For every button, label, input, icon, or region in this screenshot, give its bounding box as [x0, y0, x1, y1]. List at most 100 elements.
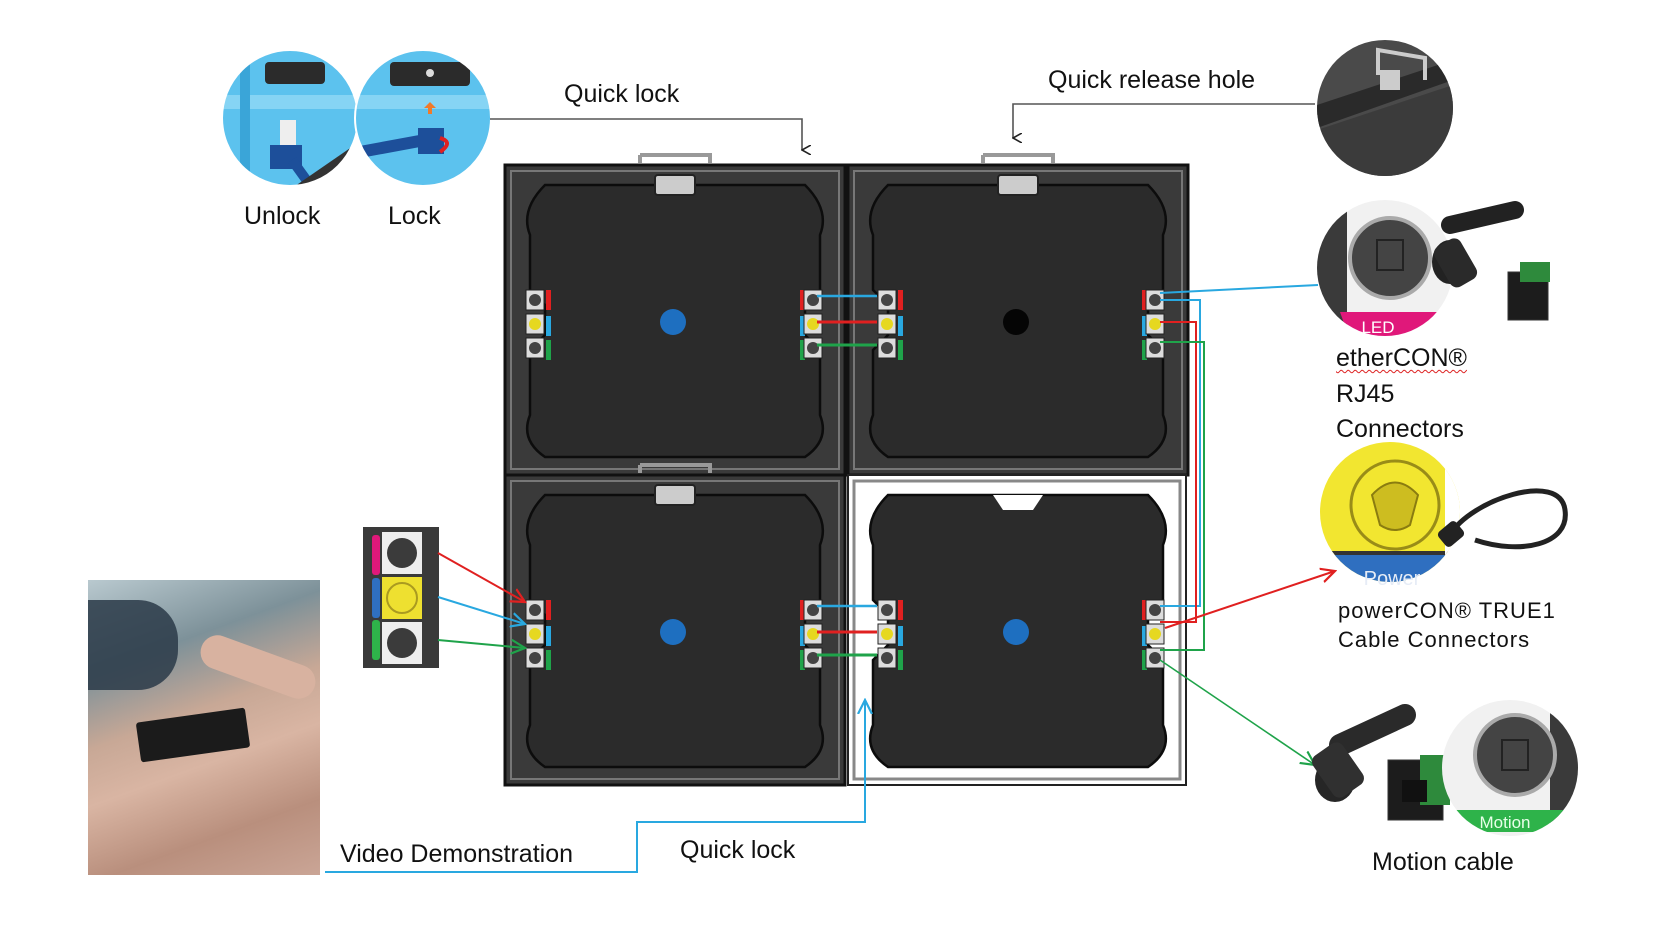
- connector-block: [877, 289, 903, 360]
- connector-socket-face: [1149, 652, 1161, 664]
- cabinet-center-dot: [1003, 619, 1029, 645]
- ethercon-label: etherCON®: [1336, 344, 1467, 373]
- powercon-connector-image: Power: [1320, 442, 1568, 590]
- cabinet-center-dot: [660, 619, 686, 645]
- powercon-connectors-label: Cable Connectors: [1338, 627, 1531, 652]
- powercon-label: powerCON® TRUE1: [1338, 598, 1556, 623]
- inter-cabinet-wires: [817, 294, 1205, 657]
- power-cable-icon: [1437, 488, 1568, 550]
- inset-signal-arrow: [437, 596, 525, 624]
- connector-stripe: [800, 340, 805, 360]
- connector-stripe: [800, 316, 805, 336]
- connector-socket-face: [1149, 294, 1161, 306]
- connector-stripe: [1142, 340, 1147, 360]
- video-quick-lock-leader: [325, 700, 865, 873]
- connector-stripe: [546, 340, 551, 360]
- connector-socket-face: [529, 604, 541, 616]
- powercon-leader: [1164, 571, 1335, 629]
- photo-finger: [195, 630, 321, 704]
- cabinet-center-dot: [660, 309, 686, 335]
- inset-motion-arrow: [437, 640, 525, 648]
- connector-stripe: [1142, 290, 1147, 310]
- connector-stripe: [1142, 626, 1147, 646]
- connector-socket-face: [1149, 628, 1161, 640]
- connector-stripe: [800, 626, 805, 646]
- lock-illustration: [354, 49, 492, 187]
- connector-panel-inset: [363, 527, 439, 668]
- connector-socket-face: [529, 342, 541, 354]
- connector-socket-face: [881, 604, 893, 616]
- unlock-label: Unlock: [244, 202, 321, 230]
- connector-stripe: [898, 626, 903, 646]
- ethercon-connectors-label: Connectors: [1336, 415, 1464, 443]
- connector-block: [877, 599, 903, 670]
- connector-socket-face: [881, 294, 893, 306]
- connector-socket-face: [807, 342, 819, 354]
- photo-sleeve: [88, 600, 178, 690]
- connector-socket-face: [881, 342, 893, 354]
- video-demonstration-link[interactable]: Video Demonstration: [340, 840, 574, 868]
- connector-block: [525, 289, 551, 360]
- motion-badge: Motion: [1479, 813, 1530, 832]
- connector-socket-face: [1149, 342, 1161, 354]
- connector-socket-face: [807, 604, 819, 616]
- quick-release-illustration: [1317, 40, 1453, 176]
- connector-socket-face: [529, 628, 541, 640]
- connector-socket-face: [529, 652, 541, 664]
- photo-device: [135, 707, 251, 763]
- connector-socket-face: [807, 652, 819, 664]
- motion-cable-label: Motion cable: [1372, 848, 1514, 876]
- connector-stripe: [800, 290, 805, 310]
- rj45-plug-icon: [1312, 704, 1450, 821]
- ethercon-leader: [1159, 284, 1319, 294]
- connector-socket-face: [1149, 604, 1161, 616]
- connector-stripe: [1142, 600, 1147, 620]
- connector-block: [1142, 599, 1165, 670]
- cabinet-connectors: [525, 289, 1165, 670]
- connector-block: [525, 599, 551, 670]
- connector-stripe: [1142, 650, 1147, 670]
- unlock-illustration: [221, 49, 359, 187]
- ethercon-rj45-label: RJ45: [1336, 380, 1395, 408]
- connector-stripe: [1142, 316, 1147, 336]
- connector-stripe: [898, 650, 903, 670]
- connector-stripe: [546, 626, 551, 646]
- connector-stripe: [546, 600, 551, 620]
- connector-socket-face: [1149, 318, 1161, 330]
- connector-stripe: [546, 290, 551, 310]
- quick-release-leader: [1013, 103, 1315, 138]
- cabinet-center-dot: [1003, 309, 1029, 335]
- motion-connector-image: Motion: [1312, 700, 1578, 836]
- ethercon-name: etherCON®: [1336, 344, 1467, 372]
- cabinet-top-right: [846, 153, 1190, 477]
- connector-socket-face: [881, 318, 893, 330]
- connector-stripe: [546, 650, 551, 670]
- connector-stripe: [800, 600, 805, 620]
- connector-socket-face: [807, 294, 819, 306]
- connector-stripe: [898, 600, 903, 620]
- connector-block: [800, 599, 823, 670]
- quick-lock-top-leader: [490, 118, 802, 150]
- connector-socket-face: [807, 318, 819, 330]
- video-thumbnail[interactable]: [88, 580, 321, 875]
- quick-release-hole-label: Quick release hole: [1048, 66, 1256, 94]
- connector-block: [1142, 289, 1165, 360]
- connector-stripe: [800, 650, 805, 670]
- ethercon-connector-image: LED: [1317, 200, 1550, 337]
- power-badge: Power: [1364, 568, 1421, 590]
- led-badge: LED: [1361, 318, 1394, 337]
- motion-leader: [1159, 659, 1315, 765]
- connector-block: [800, 289, 823, 360]
- connector-socket-face: [529, 318, 541, 330]
- connector-socket-face: [807, 628, 819, 640]
- connector-stripe: [898, 290, 903, 310]
- connector-stripe: [898, 340, 903, 360]
- motion-badge-bg: [1455, 810, 1565, 832]
- lock-label: Lock: [388, 202, 441, 230]
- connector-stripe: [898, 316, 903, 336]
- connector-socket-face: [881, 628, 893, 640]
- connector-stripe: [546, 316, 551, 336]
- quick-lock-top-label: Quick lock: [564, 80, 680, 108]
- quick-lock-bottom-label: Quick lock: [680, 836, 796, 864]
